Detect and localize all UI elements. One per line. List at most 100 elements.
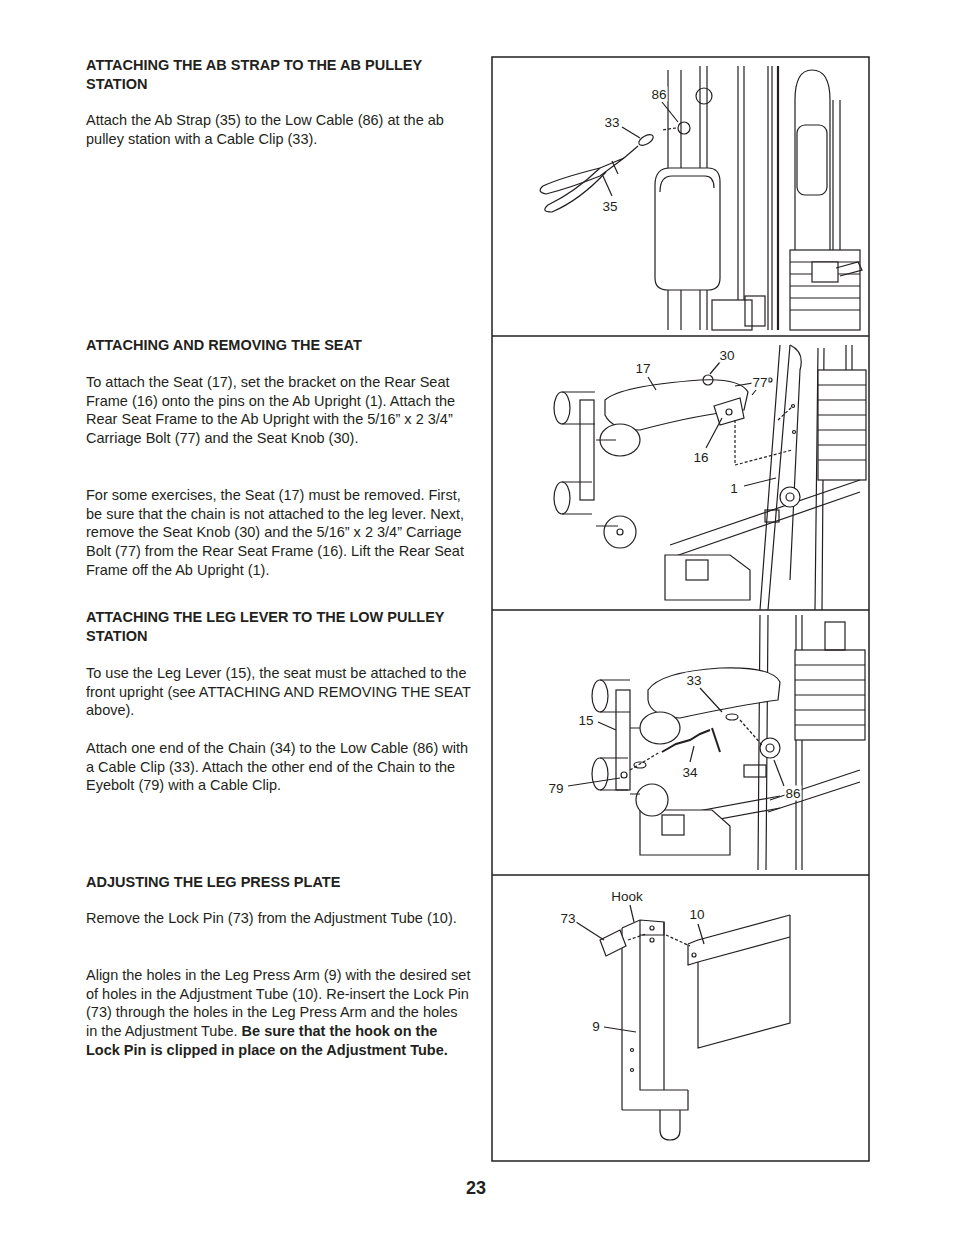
illustration-line — [637, 133, 655, 148]
illustration-line — [660, 1110, 680, 1140]
illustration-line — [628, 934, 646, 940]
body-text: Attach the Ab Strap (35) to the Low Cabl… — [86, 111, 468, 148]
illustration-line — [640, 712, 680, 744]
illustration-line — [780, 487, 800, 507]
part-label: Hook — [610, 889, 644, 904]
illustration-line — [662, 815, 684, 835]
illustration-line — [650, 926, 654, 930]
illustration-line — [622, 127, 640, 138]
callout-number: 15 — [577, 713, 594, 728]
illustration-line — [554, 482, 570, 514]
callout-number: 77 — [751, 375, 768, 390]
illustration-line — [605, 380, 748, 430]
body-text: To use the Leg Lever (15), the seat must… — [86, 664, 471, 720]
illustration-line — [726, 409, 732, 415]
paragraph: Align the holes in the Leg Press Arm (9)… — [86, 966, 471, 1060]
illustration-line — [603, 176, 612, 196]
illustration-line — [662, 102, 678, 122]
body-text: Remove the Lock Pin (73) from the Adjust… — [86, 909, 471, 928]
illustration-line — [540, 66, 862, 330]
illustration-line — [765, 510, 779, 522]
illustration-line — [698, 924, 704, 944]
illustration-line — [688, 915, 790, 965]
page-number: 23 — [466, 1178, 486, 1198]
callout-number: 79 — [547, 781, 564, 796]
illustration-line — [648, 377, 656, 390]
illustration-line — [540, 158, 624, 194]
illustration-line — [662, 128, 676, 130]
illustration-line — [598, 722, 616, 730]
illustration-line — [631, 1049, 634, 1052]
illustration-line — [777, 66, 779, 330]
illustration-line — [686, 560, 708, 580]
illustration-line — [786, 493, 794, 501]
illustration-line — [592, 680, 608, 712]
callout-number: 86 — [784, 786, 801, 801]
callout-number: 30 — [718, 348, 735, 363]
illustration-line — [818, 385, 866, 460]
body-text: For some exercises, the Seat (17) must b… — [86, 486, 471, 580]
illustration-line — [825, 622, 845, 650]
illustration-line — [690, 746, 694, 762]
callout-number: 10 — [688, 907, 705, 922]
illustration-line — [836, 262, 862, 276]
illustration-line — [545, 168, 606, 212]
illustration-line — [492, 874, 869, 876]
illustration-line — [604, 1027, 636, 1032]
illustration-line — [600, 758, 628, 790]
callout-number: 16 — [692, 450, 709, 465]
illustration-line — [492, 335, 869, 337]
illustration-line — [792, 405, 795, 408]
illustration-line — [665, 555, 750, 600]
illustration-line — [666, 935, 690, 946]
illustration-line — [568, 615, 865, 870]
illustration-line — [768, 770, 860, 812]
illustration-line — [698, 915, 790, 1048]
illustration-line — [580, 400, 594, 500]
illustration-line — [562, 392, 595, 424]
illustration-line — [600, 680, 630, 712]
illustration-line — [740, 720, 762, 745]
section-heading: ATTACHING THE LEG LEVER TO THE LOW PULLE… — [86, 608, 468, 645]
illustration-line — [696, 88, 712, 104]
illustration-line — [768, 378, 772, 382]
illustration-line — [795, 650, 865, 740]
illustration-line — [744, 478, 776, 486]
illustration-line — [710, 362, 720, 374]
illustration-line — [636, 784, 668, 816]
illustration-line — [735, 450, 792, 465]
section-heading: ATTACHING AND REMOVING THE SEAT — [86, 336, 468, 355]
illustration-line — [790, 345, 801, 580]
illustration-line — [622, 928, 688, 1110]
illustration-line — [793, 431, 796, 434]
illustration-line — [600, 930, 626, 956]
body-text: To attach the Seat (17), set the bracket… — [86, 373, 471, 448]
illustration-line — [630, 752, 660, 770]
callout-number: 1 — [729, 481, 739, 496]
illustration-line — [778, 406, 793, 420]
section-heading: ADJUSTING THE LEG PRESS PLATE — [86, 873, 468, 892]
section-heading: ATTACHING THE AB STRAP TO THE AB PULLEY … — [86, 56, 468, 93]
callout-number: 33 — [685, 673, 702, 688]
body-text: Attach one end of the Chain (34) to the … — [86, 739, 471, 795]
illustration-line — [612, 161, 618, 174]
illustration-line — [630, 728, 640, 794]
illustration-line — [576, 905, 790, 1140]
illustration-line — [655, 168, 720, 290]
illustration-line — [737, 66, 738, 330]
illustration-line — [662, 730, 710, 752]
illustration-line — [818, 370, 866, 480]
illustration-line — [752, 390, 756, 395]
illustration-line — [745, 296, 765, 326]
illustration-line — [706, 418, 722, 448]
illustration-line — [492, 609, 869, 611]
callout-number: 9 — [591, 1019, 601, 1034]
callout-number: 17 — [634, 361, 651, 376]
illustration-line — [670, 480, 860, 558]
illustration-line — [766, 744, 774, 752]
illustration-line — [624, 146, 638, 158]
illustration-line — [734, 420, 735, 465]
illustration-line — [492, 57, 869, 1161]
callout-number: 73 — [559, 911, 576, 926]
illustration-line — [576, 922, 604, 940]
